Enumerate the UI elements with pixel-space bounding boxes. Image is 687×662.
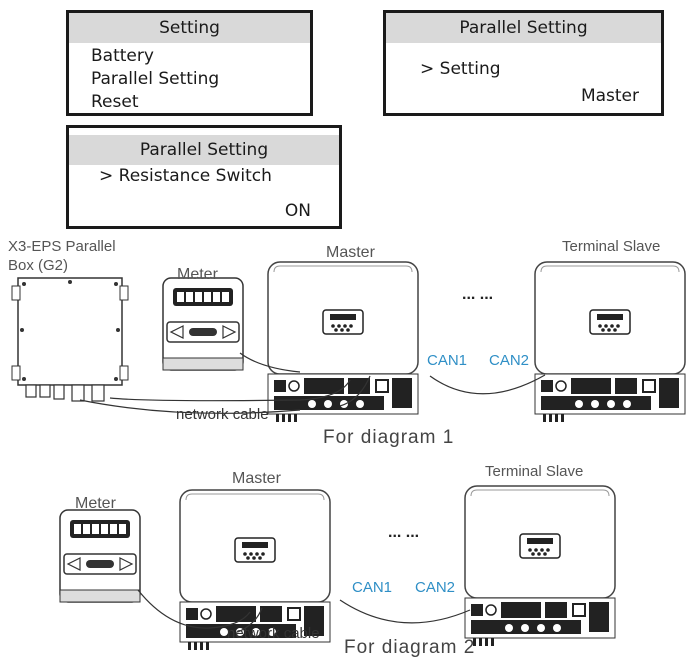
parallel-box-label: X3-EPS Parallel Box (G2) (8, 238, 116, 274)
can2-label-1: CAN2 (489, 352, 530, 369)
menu-item-parallel-setting[interactable]: Parallel Setting (91, 69, 220, 89)
meter-1 (162, 277, 244, 371)
slave-inverter-2 (465, 486, 615, 646)
menu-item-reset[interactable]: Reset (91, 92, 139, 112)
setting-value: Master (580, 86, 639, 106)
setting-option[interactable]: > Setting (420, 59, 501, 79)
meter-label-2: Meter (75, 495, 116, 512)
slave-inverter-1 (535, 262, 685, 422)
lcd-title: Setting (69, 13, 310, 43)
master-label-2: Master (232, 470, 281, 487)
can2-label-2: CAN2 (415, 579, 456, 596)
menu-item-battery[interactable]: Battery (91, 46, 154, 66)
lcd-parallel-setting-mode: Parallel Setting > Setting Master (383, 10, 664, 116)
lcd-resistance-switch: Parallel Setting > Resistance Switch ON (66, 125, 342, 229)
caption-diagram-1: For diagram 1 (323, 427, 455, 448)
meter-2 (59, 509, 141, 603)
can1-label-1: CAN1 (427, 352, 468, 369)
cables-2 (137, 589, 471, 633)
network-cable-label-2: network cable (227, 625, 320, 642)
resistance-switch-option[interactable]: > Resistance Switch (99, 166, 272, 186)
master-inverter-1 (268, 262, 418, 422)
meter-label-1: Meter (177, 266, 218, 283)
ellipsis-2: ... ... (388, 524, 420, 541)
parallel-box (11, 277, 129, 402)
lcd-title: Parallel Setting (386, 13, 661, 43)
lcd-setting-menu: Setting Battery Parallel Setting Reset (66, 10, 313, 116)
resistance-switch-value: ON (284, 201, 311, 221)
slave-label-2: Terminal Slave (485, 463, 584, 480)
network-cable-label-1: network cable (176, 406, 269, 423)
lcd-title: Parallel Setting (69, 135, 339, 165)
ellipsis-1: ... ... (462, 286, 494, 303)
master-label-1: Master (326, 244, 375, 261)
can1-label-2: CAN1 (352, 579, 393, 596)
cables-1 (79, 352, 546, 414)
caption-diagram-2: For diagram 2 (344, 637, 476, 658)
slave-label-1: Terminal Slave (562, 238, 661, 255)
